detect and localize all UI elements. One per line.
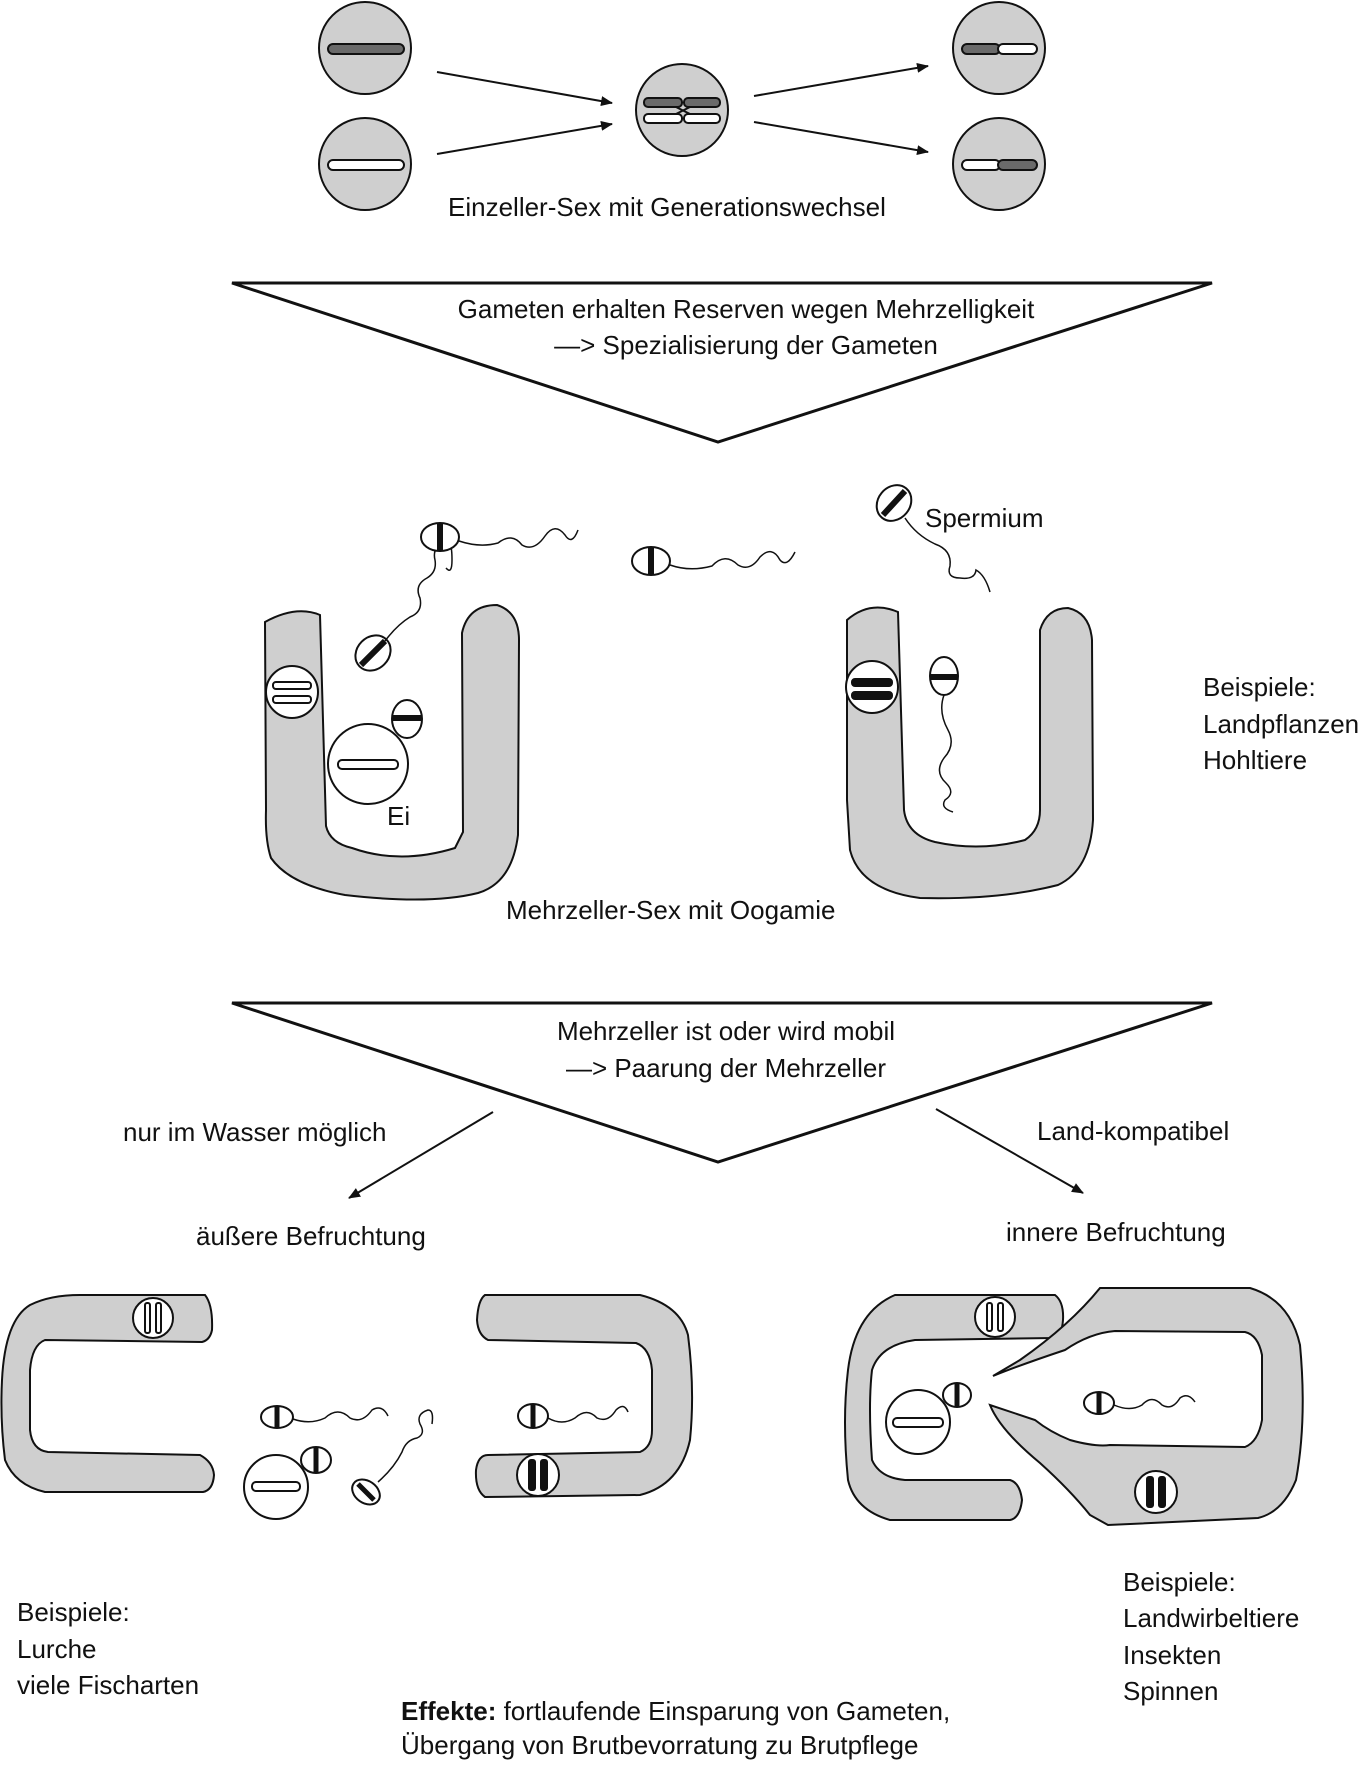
examples-external: Beispiele: Lurche viele Fischarten: [17, 1597, 199, 1700]
germ-cell-right: [845, 660, 899, 714]
arrow-branch-right: [935, 1108, 1084, 1194]
examples-oogamy-title: Beispiele:: [1203, 672, 1316, 702]
sperm-cell-left-diagonal: [354, 538, 453, 672]
effects-text-1: fortlaufende Einsparung von Gameten,: [496, 1696, 950, 1726]
recombined-cell-bottom: [952, 117, 1046, 211]
examples-internal-item-2: Insekten: [1123, 1640, 1221, 1670]
egg-cell: Ei: [327, 723, 410, 831]
examples-oogamy: Beispiele: Landpflanzen Hohltiere: [1203, 672, 1359, 775]
c-organism-right: [474, 1294, 694, 1499]
germ-cell-right-vertical: [516, 1453, 560, 1497]
sperm-cell-top-left: [420, 522, 579, 552]
zygote-crossover-cell: [635, 63, 729, 157]
u-organism-left: [263, 603, 521, 901]
examples-oogamy-item-2: Hohltiere: [1203, 745, 1307, 775]
c-organism-male: [988, 1287, 1304, 1527]
sperm-cell-at-egg: [391, 699, 423, 739]
examples-internal-item-1: Landwirbeltiere: [1123, 1603, 1299, 1633]
examples-external-item-1: Lurche: [17, 1634, 97, 1664]
examples-internal-item-3: Spinnen: [1123, 1676, 1218, 1706]
internal-germ-cell-female: [974, 1296, 1016, 1338]
arrow-from-zygote-top: [753, 62, 929, 97]
internal-germ-cell-male: [1134, 1470, 1178, 1514]
internal-fertilization: [844, 1287, 1304, 1527]
left-result-label: äußere Befruchtung: [196, 1221, 426, 1251]
examples-internal-title: Beispiele:: [1123, 1567, 1236, 1597]
funnel-1: Gameten erhalten Reserven wegen Mehrzell…: [231, 281, 1213, 444]
effects-line-2: Übergang von Brutbevorratung zu Brutpfle…: [401, 1730, 918, 1760]
sperm-label: Spermium: [925, 503, 1043, 533]
examples-external-title: Beispiele:: [17, 1597, 130, 1627]
right-result-label: innere Befruchtung: [1006, 1217, 1226, 1247]
stage-1-unicellular: Einzeller-Sex mit Generationswechsel: [318, 1, 1046, 222]
funnel-1-line-2: —> Spezialisierung der Gameten: [554, 330, 938, 360]
examples-internal: Beispiele: Landwirbeltiere Insekten Spin…: [1123, 1567, 1299, 1706]
egg-label: Ei: [387, 801, 410, 831]
sperm-cell-center: [631, 546, 796, 576]
external-fertilization: [0, 1294, 694, 1520]
sperm-cell-inside-right: [929, 656, 959, 813]
c-organism-left: [0, 1294, 216, 1493]
u-organism-right: [846, 606, 1095, 900]
internal-egg-cell: [885, 1389, 951, 1455]
funnel-2-line-1: Mehrzeller ist oder wird mobil: [557, 1016, 895, 1046]
arrow-to-zygote-bottom: [436, 120, 613, 155]
examples-oogamy-item-1: Landpflanzen: [1203, 709, 1359, 739]
funnel-2-line-2: —> Paarung der Mehrzeller: [566, 1053, 886, 1083]
funnel-2: Mehrzeller ist oder wird mobil —> Paarun…: [231, 1001, 1213, 1164]
funnel-1-line-1: Gameten erhalten Reserven wegen Mehrzell…: [458, 294, 1035, 324]
right-branch-label: Land-kompatibel: [1037, 1116, 1229, 1146]
sperm-cell-top-right: [875, 484, 991, 593]
haploid-cell-dark: [318, 1, 412, 95]
examples-external-item-2: viele Fischarten: [17, 1670, 199, 1700]
effects-line-1: Effekte: fortlaufende Einsparung von Gam…: [401, 1696, 950, 1726]
arrow-from-zygote-bottom: [753, 121, 929, 156]
effects-heading: Effekte:: [401, 1696, 496, 1726]
stage-1-caption: Einzeller-Sex mit Generationswechsel: [448, 192, 886, 222]
external-sperm-1: [260, 1405, 389, 1429]
arrow-to-zygote-top: [436, 71, 613, 107]
internal-sperm-in-male: [1083, 1391, 1196, 1415]
external-egg-cell: [243, 1454, 309, 1520]
external-sperm-3: [517, 1403, 629, 1429]
stage-2-oogamy: Ei Spe: [263, 484, 1359, 925]
recombined-cell-top: [952, 1, 1046, 95]
internal-sperm-at-egg: [942, 1382, 972, 1408]
stage-2-caption: Mehrzeller-Sex mit Oogamie: [506, 895, 835, 925]
arrow-branch-left: [348, 1111, 494, 1199]
haploid-cell-light: [318, 117, 412, 211]
germ-cell-left: [265, 665, 319, 719]
external-sperm-at-egg: [300, 1446, 332, 1474]
germ-cell-left-vertical: [132, 1297, 174, 1339]
effects-note: Effekte: fortlaufende Einsparung von Gam…: [401, 1696, 950, 1760]
external-sperm-2: [351, 1409, 434, 1506]
left-branch-label: nur im Wasser möglich: [123, 1117, 386, 1147]
